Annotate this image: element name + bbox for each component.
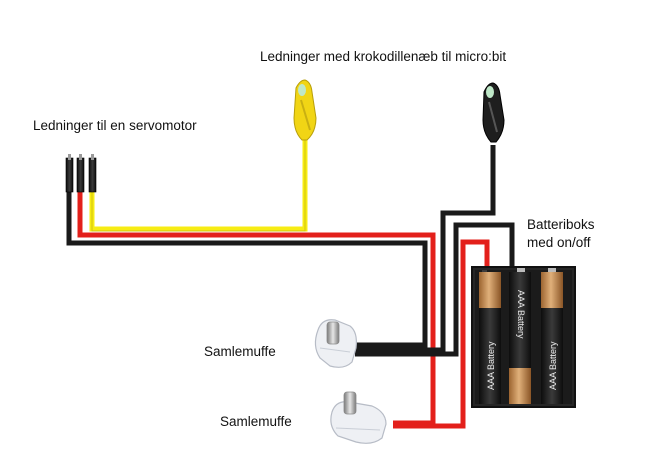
battery-2-label: AAA Battery [516, 290, 526, 339]
battery-1 [479, 272, 501, 404]
connector-2-label: Samlemuffe [220, 414, 292, 429]
servo-wires-label: Ledninger til en servomotor [33, 118, 197, 133]
crocodile-wires-label: Ledninger med krokodillenæb til micro:bi… [260, 49, 507, 64]
servo-wire-yellow [89, 130, 308, 232]
connector-1-label: Samlemuffe [204, 344, 276, 359]
battery-box-label-line1: Batteriboks [527, 217, 595, 232]
battery-wire-red [393, 239, 490, 429]
black-crocodile-clip [482, 82, 505, 143]
servo-wire-red [77, 190, 436, 426]
battery-3 [541, 272, 563, 404]
connector-2 [330, 391, 387, 444]
battery-2 [509, 272, 531, 404]
servo-wire-black [66, 190, 428, 348]
connector-1 [314, 319, 357, 368]
servo-connector-pins [65, 154, 97, 193]
battery-1-label: AAA Battery [486, 341, 496, 390]
crocodile-wire-black [355, 145, 496, 353]
battery-box-label-line2: med on/off [527, 235, 591, 250]
battery-3-label: AAA Battery [548, 341, 558, 390]
battery-wire-black [355, 222, 515, 357]
yellow-crocodile-clip [293, 79, 317, 141]
